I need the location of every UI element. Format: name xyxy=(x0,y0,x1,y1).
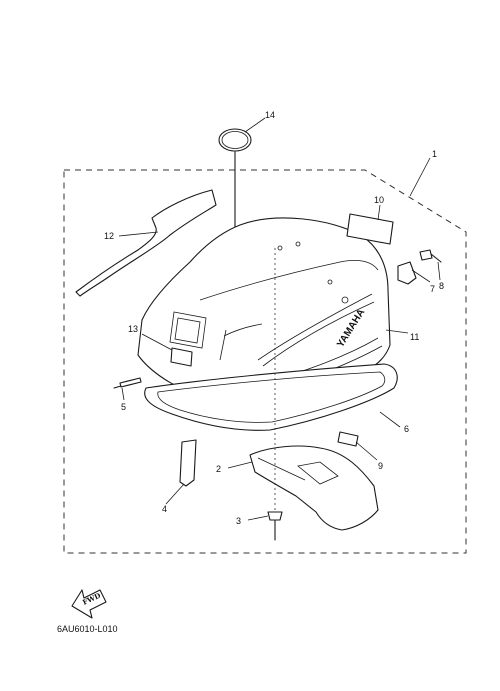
callout-4: 4 xyxy=(162,504,167,514)
callout-9: 9 xyxy=(378,461,383,471)
callout-2: 2 xyxy=(216,464,221,474)
callout-12: 12 xyxy=(104,231,114,241)
part-8-screw xyxy=(419,249,433,261)
callout-7: 7 xyxy=(430,284,435,294)
part-3-screw xyxy=(267,511,283,521)
part-4-bracket xyxy=(179,439,197,487)
part-7-latch xyxy=(397,261,417,285)
part-13-label xyxy=(170,347,193,367)
part-10-decal xyxy=(346,213,394,245)
callout-3: 3 xyxy=(236,516,241,526)
part-9-clip xyxy=(337,431,359,447)
leader-lines xyxy=(118,117,441,521)
callout-14: 14 xyxy=(265,110,275,120)
diagram-code: 6AU6010-L010 xyxy=(57,624,118,634)
part-6-seal xyxy=(144,363,398,431)
callout-5: 5 xyxy=(121,402,126,412)
part-2-support xyxy=(249,445,379,531)
callout-8: 8 xyxy=(439,281,444,291)
part-12-seal xyxy=(75,189,217,297)
callout-13: 13 xyxy=(128,324,138,334)
fwd-arrow xyxy=(71,589,107,619)
part-5-pin xyxy=(119,377,142,388)
callout-10: 10 xyxy=(374,195,384,205)
callout-11: 11 xyxy=(410,332,419,342)
callout-1: 1 xyxy=(432,149,437,159)
part-14-grommet xyxy=(218,128,252,152)
callout-6: 6 xyxy=(404,424,409,434)
